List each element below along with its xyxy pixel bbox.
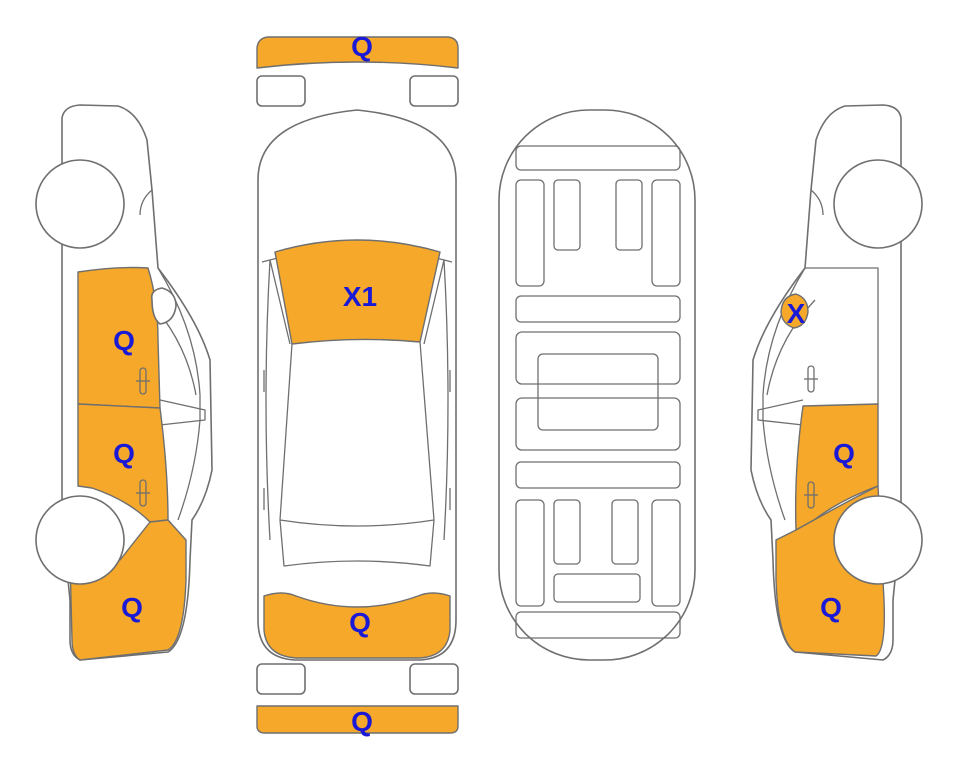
- top-view: Q X1 Q Q: [256, 31, 459, 737]
- left-rear-wheel: [35, 495, 125, 585]
- trunk-lid[interactable]: [263, 592, 451, 659]
- rear-bumper[interactable]: [256, 705, 459, 734]
- left-mirror: [150, 287, 177, 325]
- right-rear-quarter-label: Q: [820, 592, 842, 623]
- right-rear-wheel: [833, 495, 923, 585]
- front-bumper-label: Q: [351, 31, 373, 62]
- front-left-light: [256, 75, 306, 107]
- windshield[interactable]: [274, 239, 441, 345]
- left-front-door-label: Q: [113, 325, 135, 356]
- right-mirror[interactable]: [780, 293, 809, 329]
- front-bumper[interactable]: [256, 36, 459, 69]
- left-front-door-handle: [136, 367, 150, 395]
- left-rear-door-handle: [136, 479, 150, 507]
- left-side-view: Q Q Q: [35, 104, 213, 661]
- rear-bumper-label: Q: [351, 706, 373, 737]
- right-front-wheel: [833, 159, 923, 249]
- windshield-label: X1: [343, 281, 377, 312]
- left-rear-door-label: Q: [113, 438, 135, 469]
- underbody-outline: [498, 109, 696, 661]
- left-rear-quarter-label: Q: [121, 592, 143, 623]
- right-rear-door-label: Q: [833, 438, 855, 469]
- underbody-view: [498, 109, 696, 661]
- right-rear-door-handle: [804, 481, 818, 509]
- right-side-view: X Q Q: [750, 104, 923, 661]
- front-right-light: [409, 75, 459, 107]
- trunk-lid-label: Q: [349, 607, 371, 638]
- rear-right-light: [409, 663, 459, 695]
- top-body-outline: [257, 109, 457, 661]
- right-mirror-label: X: [787, 298, 806, 329]
- left-front-wheel: [35, 159, 125, 249]
- right-front-door-handle: [804, 365, 818, 393]
- rear-left-light: [256, 663, 306, 695]
